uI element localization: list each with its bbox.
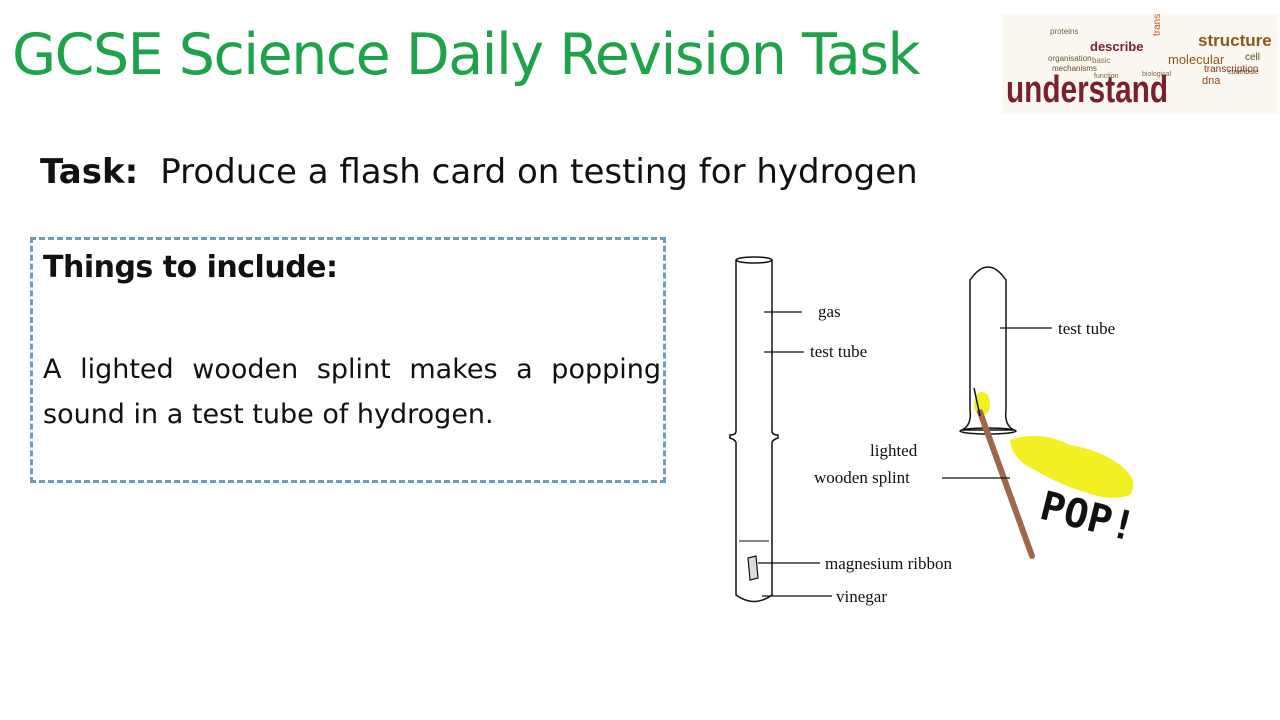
magnesium-ribbon-icon <box>747 555 759 581</box>
left-test-tube <box>729 256 779 603</box>
include-heading: Things to include: <box>43 250 338 285</box>
word-cloud-word: organisation <box>1048 54 1092 63</box>
word-cloud-word: transcription <box>1152 14 1163 36</box>
word-cloud-word: proteins <box>1050 27 1078 36</box>
word-cloud-word: contribute <box>1228 69 1259 76</box>
label-lighted: lighted <box>870 441 918 460</box>
word-cloud-image: transcription structure describe protein… <box>1002 14 1278 114</box>
label-vinegar: vinegar <box>836 587 887 606</box>
word-cloud-word: transcription <box>1204 64 1258 75</box>
include-body: A lighted wooden splint makes a popping … <box>43 354 661 430</box>
label-test-tube-right: test tube <box>1058 319 1115 338</box>
label-test-tube-left: test tube <box>810 342 867 361</box>
slide-title: GCSE Science Daily Revision Task <box>12 22 921 88</box>
task-label: Task: <box>40 152 139 192</box>
word-cloud-word: biological <box>1142 71 1172 78</box>
task-line: Task: Produce a flash card on testing for… <box>40 152 918 192</box>
label-magnesium-ribbon: magnesium ribbon <box>825 554 953 573</box>
word-cloud-word: basic <box>1092 56 1111 65</box>
label-wooden-splint: wooden splint <box>814 468 910 487</box>
word-cloud-word: structure <box>1198 31 1272 50</box>
word-cloud-word: mechanisms <box>1052 64 1097 73</box>
hydrogen-test-diagram: gas test tube magnesium ribbon vinegar t… <box>729 256 1140 606</box>
word-cloud-word: describe <box>1090 39 1143 54</box>
splint-icon <box>977 409 1035 559</box>
word-cloud-main-word: understand <box>1006 69 1168 111</box>
things-to-include-box: Things to include: A lighted wooden spli… <box>30 237 666 483</box>
label-gas: gas <box>818 302 841 321</box>
word-cloud-word: molecular <box>1168 52 1225 67</box>
task-text: Produce a flash card on testing for hydr… <box>160 152 918 192</box>
word-cloud-word: dna <box>1202 75 1221 87</box>
word-cloud-word: cell <box>1245 52 1260 63</box>
flame-icon <box>974 392 1134 498</box>
word-cloud-word: function <box>1094 73 1119 80</box>
